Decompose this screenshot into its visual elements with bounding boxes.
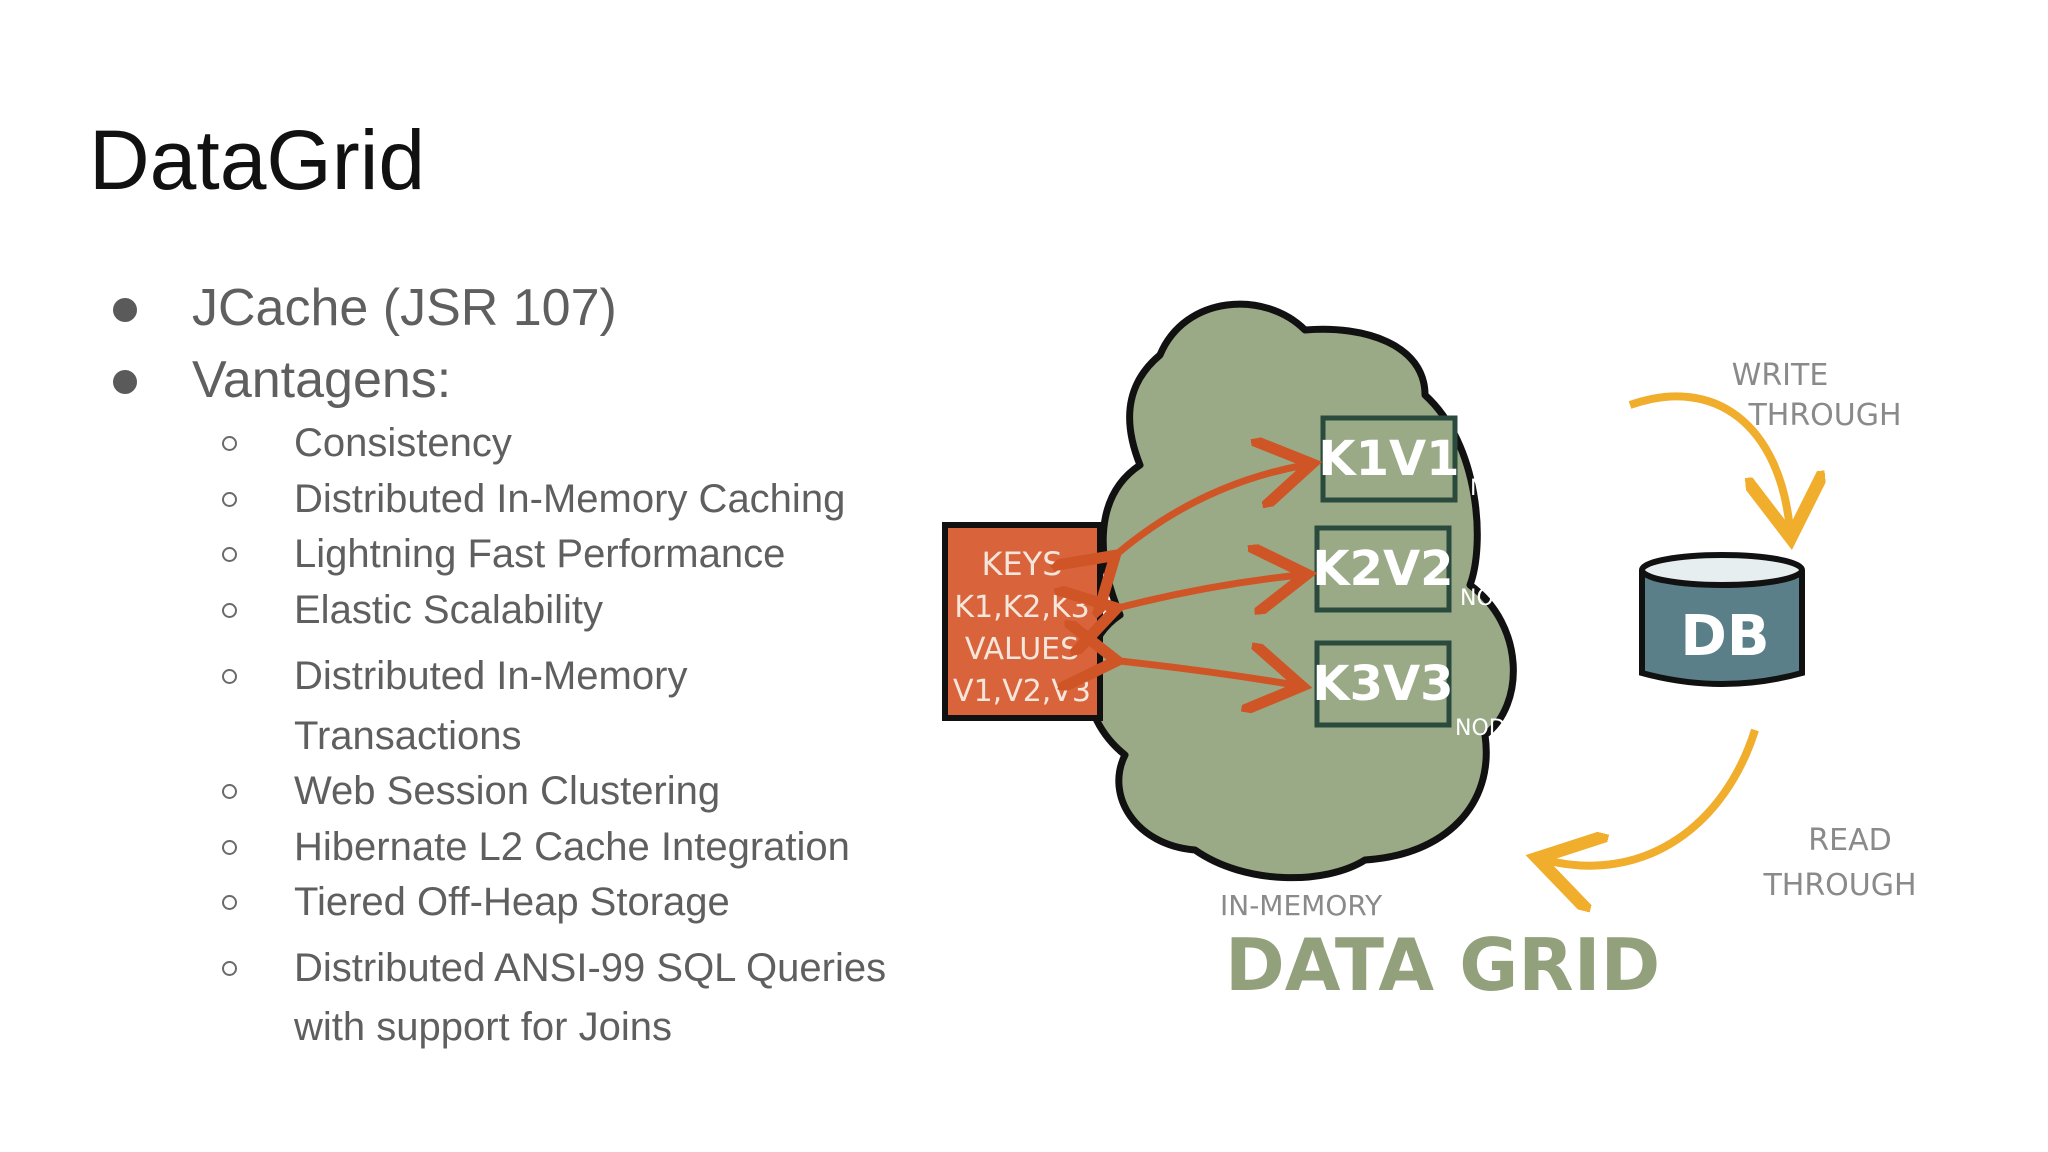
write-through-arrow <box>1628 392 1790 530</box>
read-through-arrow <box>1545 728 1759 866</box>
node-kv: K2V2 <box>1312 541 1453 597</box>
sub-bullet-text: Lightning Fast Performance <box>294 532 786 576</box>
keys-node3-arrow <box>1110 660 1295 685</box>
db-label: DB <box>1680 604 1769 669</box>
bullet-text: JCache (JSR 107) <box>192 279 617 337</box>
node-label: NODE 1 <box>1470 476 1556 501</box>
sub-bullet-text: Distributed In-Memory <box>294 654 688 698</box>
keys-node2-arrow <box>1110 575 1300 610</box>
node-label: NODE 3 <box>1455 716 1541 741</box>
bullet-ring-icon <box>222 784 237 799</box>
db-icon <box>1639 552 1805 687</box>
sub-bullet-text: with support for Joins <box>294 1005 672 1049</box>
node-kv: K3V3 <box>1312 656 1453 712</box>
sub-bullet-text: Distributed ANSI-99 SQL Queries <box>294 946 887 990</box>
sub-bullet-text: Transactions <box>294 714 522 758</box>
bullet-ring-icon <box>222 669 237 684</box>
bullet-dot-icon <box>113 298 137 322</box>
slide-title: DataGrid <box>89 113 426 207</box>
sub-bullet-text: Elastic Scalability <box>294 588 604 632</box>
data-grid-illustration: KEYS K1,K2,K3 VALUES V1,V2,V3 K1V1 NODE … <box>942 300 1917 1007</box>
data-grid-diagram: KEYS K1,K2,K3 VALUES V1,V2,V3 K1V1 NODE … <box>925 285 1975 1035</box>
write-through-line2: THROUGH <box>1747 398 1901 433</box>
sub-bullet-text: Hibernate L2 Cache Integration <box>294 825 850 869</box>
bullet-ring-icon <box>222 961 237 976</box>
caption-small: IN-MEMORY <box>1220 889 1383 922</box>
bullet-ring-icon <box>222 492 237 507</box>
keys-box-line3: VALUES <box>965 632 1079 667</box>
caption-big: DATA GRID <box>1225 923 1660 1007</box>
sub-bullet-text: Consistency <box>294 421 512 465</box>
bullet-text: Vantagens: <box>192 351 452 409</box>
bullet-ring-icon <box>222 895 237 910</box>
sub-bullet-text: Distributed In-Memory Caching <box>294 477 846 521</box>
bullet-ring-icon <box>222 547 237 562</box>
sub-bullet-text: Web Session Clustering <box>294 769 721 813</box>
bullet-ring-icon <box>222 436 237 451</box>
node-kv: K1V1 <box>1318 431 1459 487</box>
sub-bullet-text: Tiered Off-Heap Storage <box>294 880 730 924</box>
node-box <box>1314 525 1452 613</box>
node-label: NODE 2 <box>1460 586 1546 611</box>
keys-box-line4: V1,V2,V3 <box>953 674 1091 709</box>
node-box <box>1320 415 1458 503</box>
keys-box-line2: K1,K2,K3 <box>954 590 1089 625</box>
read-through-line2: THROUGH <box>1762 868 1916 903</box>
node-box <box>1314 640 1452 728</box>
write-through-line1: WRITE <box>1732 358 1829 393</box>
read-through-line1: READ <box>1808 823 1891 858</box>
bullet-ring-icon <box>222 603 237 618</box>
keys-box-line1: KEYS <box>981 545 1062 583</box>
bullet-ring-icon <box>222 840 237 855</box>
bullet-dot-icon <box>113 370 137 394</box>
